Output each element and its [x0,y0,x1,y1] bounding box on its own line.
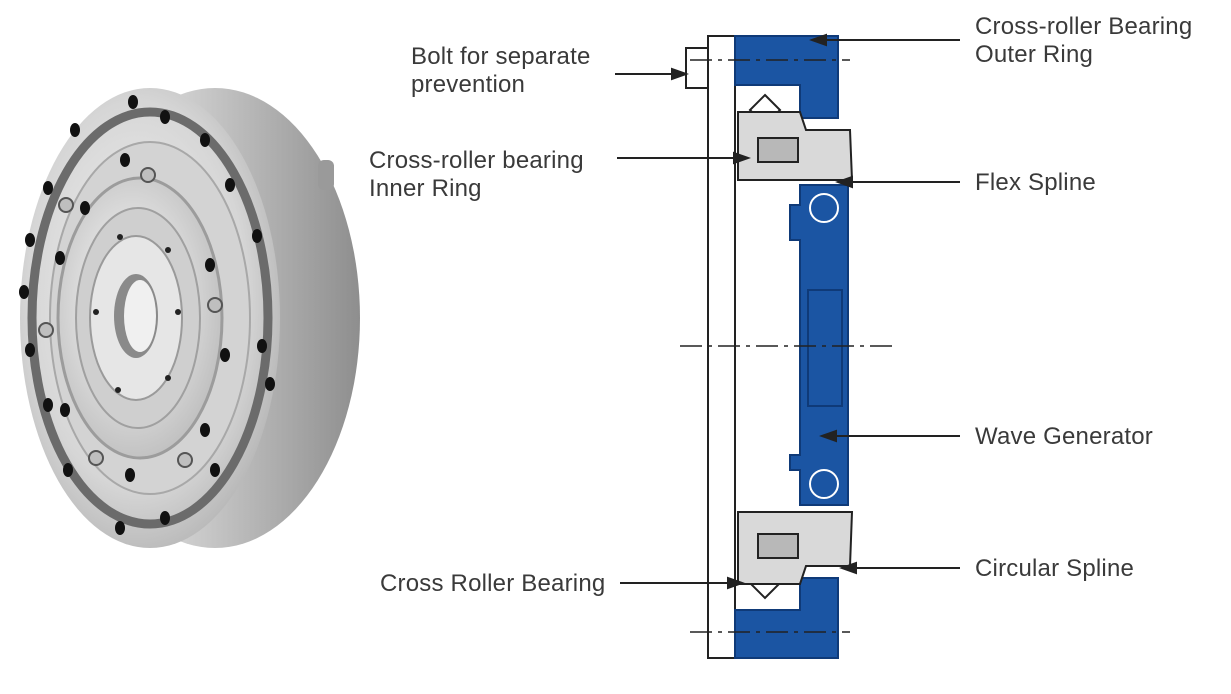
outer-ring-bottom [734,577,839,659]
label-circular-spline: Circular Spline [975,555,1135,582]
label-inner-ring-line2: Inner Ring [369,175,482,202]
bolt-holes [19,95,275,535]
shaft-stub [318,160,334,190]
label-bolt-line2: prevention [411,71,526,98]
label-outer-ring-line1: Cross-roller Bearing [975,13,1193,40]
leader-lines [615,33,960,590]
label-cross-roller-bearing: Cross Roller Bearing [380,570,606,597]
label-bolt-line1: Bolt for separate [411,43,591,70]
wave-bearing-top [809,193,839,223]
label-inner-ring-line1: Cross-roller bearing [369,147,584,174]
flex-spline-body [789,184,849,506]
input-plate [707,35,736,659]
wave-bearing-bottom [809,469,839,499]
outer-ring-top [734,35,839,119]
label-wave-generator: Wave Generator [975,423,1153,450]
label-outer-ring-line2: Outer Ring [975,41,1094,68]
label-flex-spline: Flex Spline [975,169,1096,196]
groove-ring [27,107,273,529]
centerlines [680,59,896,633]
